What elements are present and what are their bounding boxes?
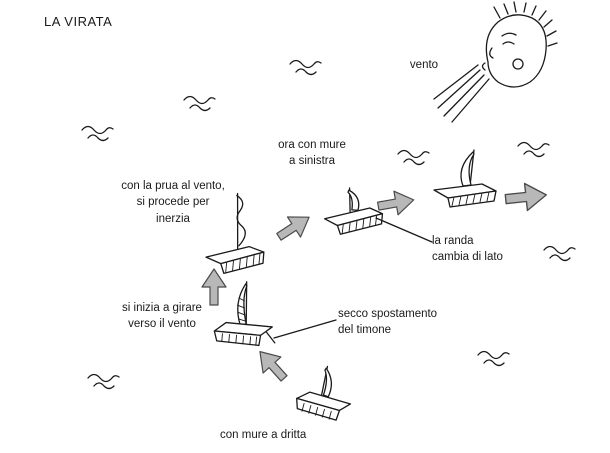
label-start-turn: si inizia a girare verso il vento	[122, 302, 202, 331]
wave-icon	[516, 138, 552, 160]
label-starboard-tack: con mure a dritta	[220, 429, 307, 441]
boat-port-tack-icon	[316, 183, 387, 240]
page-title: LA VIRATA	[44, 14, 113, 29]
arrow-up-icon	[199, 267, 229, 307]
mainsail-callout-line	[372, 214, 436, 246]
wave-icon	[288, 56, 324, 78]
rudder-callout-line	[268, 314, 340, 340]
wave-icon	[542, 242, 578, 264]
arrow-up-left-icon	[247, 340, 296, 390]
arrow-right-icon	[374, 185, 419, 221]
boat-turning-icon	[205, 277, 280, 363]
label-port-tack: ora con mure a sinistra	[278, 139, 346, 168]
label-mainsail-side: la randa cambia di lato	[432, 235, 503, 264]
label-bow-to-wind: con la prua al vento, si procede per ine…	[121, 180, 225, 225]
wave-icon	[80, 122, 116, 144]
wind-face-icon	[428, 1, 562, 132]
wave-icon	[396, 146, 432, 168]
arrow-up-right-icon	[269, 204, 319, 251]
boat-sailing-away-icon	[428, 146, 502, 210]
arrow-right-large-icon	[500, 178, 551, 217]
label-rudder-move: secco spostamento del timone	[338, 308, 438, 337]
wave-icon	[182, 92, 218, 114]
boat-head-to-wind-icon	[193, 184, 277, 287]
wind-label: vento	[409, 59, 439, 71]
boat-starboard-tack-icon	[286, 356, 360, 427]
wave-icon	[86, 370, 122, 392]
wave-icon	[476, 347, 512, 369]
